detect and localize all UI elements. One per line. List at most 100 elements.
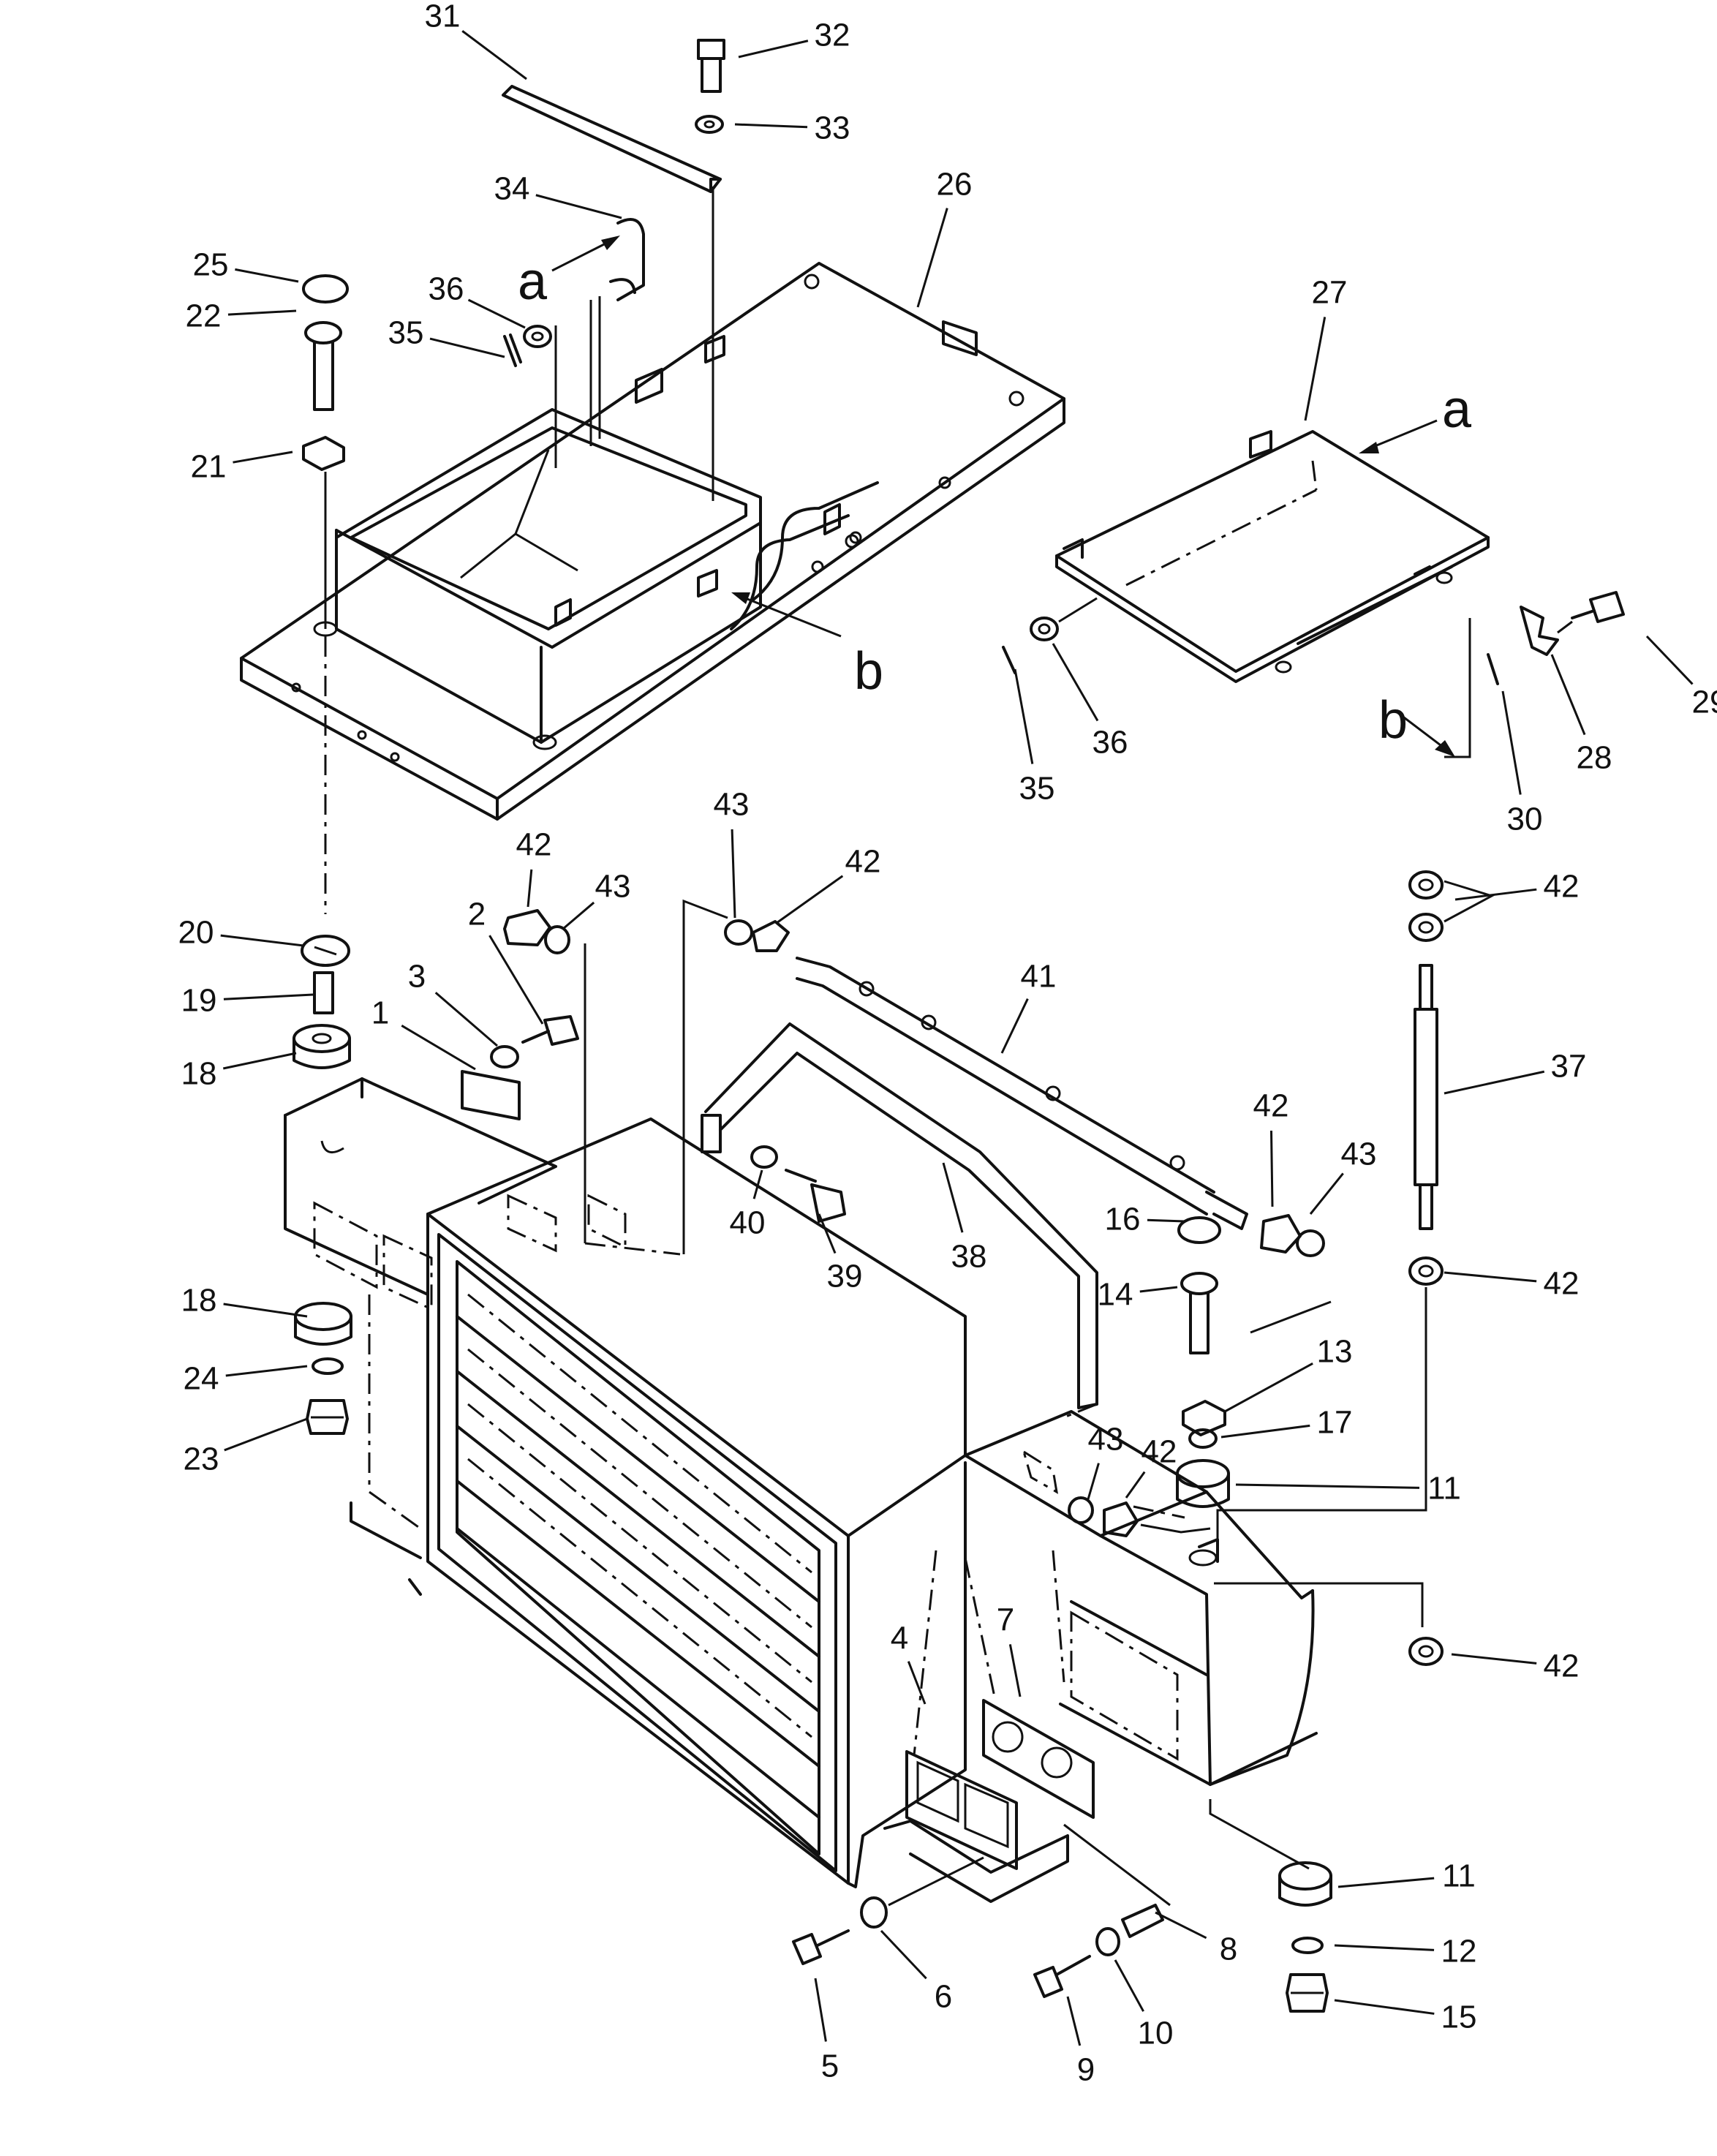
callout-label: 7 xyxy=(997,1602,1014,1638)
callout-label: 36 xyxy=(1093,725,1128,761)
callout-label: 9 xyxy=(1077,2052,1095,2088)
nut-15 xyxy=(1286,1973,1329,2013)
callout-leader xyxy=(1147,1218,1185,1223)
radiator-assembly xyxy=(284,1077,1318,1903)
callout-leader xyxy=(1334,1944,1435,1951)
leader-hose-down xyxy=(1216,1287,1427,1561)
callout-label: 23 xyxy=(184,1441,219,1477)
callout-leader xyxy=(1220,1424,1310,1439)
callout-leader xyxy=(880,1929,927,1980)
callout-leader xyxy=(401,1025,476,1071)
callout-label: 6 xyxy=(935,1979,952,2015)
callout-c9: 9 xyxy=(1066,1996,1095,2088)
callout-c29: 29 xyxy=(1645,635,1717,720)
callout-c25: 25 xyxy=(193,247,299,283)
leader-6-plate xyxy=(888,1856,984,1907)
callout-c18a: 18 xyxy=(181,1052,297,1092)
callout-label: 42 xyxy=(1544,869,1580,905)
callout-label: 4 xyxy=(891,1621,908,1656)
callout-leader xyxy=(907,1661,927,1705)
washer-3 xyxy=(490,1045,519,1068)
floor-plate-26 xyxy=(240,262,1065,821)
callout-c4: 4 xyxy=(891,1621,927,1705)
callout-leader xyxy=(1337,1877,1435,1888)
callout-c43d: 43 xyxy=(1087,1422,1124,1500)
callout-leader xyxy=(1309,1172,1344,1215)
nut-42-a xyxy=(503,909,551,946)
battery-cover-27 xyxy=(1055,430,1490,683)
callout-leader xyxy=(1550,654,1586,736)
callout-c14: 14 xyxy=(1098,1277,1178,1313)
leader-tray-to-11 xyxy=(1209,1799,1310,1870)
nut-42-b xyxy=(752,920,790,952)
callout-leader xyxy=(220,934,304,947)
callout-label: 15 xyxy=(1441,1999,1477,2035)
callout-label: 35 xyxy=(1019,771,1055,807)
callout-label: 24 xyxy=(184,1361,219,1397)
arrow-a-left xyxy=(551,235,620,272)
callout-leader xyxy=(235,268,299,283)
callout-c18b: 18 xyxy=(181,1283,308,1319)
callout-leader xyxy=(1066,1996,1082,2046)
callout-label: 10 xyxy=(1138,2016,1174,2051)
leader-8-panel xyxy=(1063,1823,1171,1907)
hose-37 xyxy=(1414,964,1438,1230)
plate-1 xyxy=(461,1070,521,1120)
callout-label: 18 xyxy=(181,1283,217,1319)
view-marker-mb2: b xyxy=(1378,691,1408,750)
pin-35-top xyxy=(503,333,522,367)
bolt-9 xyxy=(1033,1955,1091,1998)
callout-leader xyxy=(1008,1644,1022,1697)
nut-23 xyxy=(306,1399,349,1435)
callout-label: 42 xyxy=(1141,1434,1177,1470)
callout-label: 20 xyxy=(178,915,214,951)
view-marker-ma1: a xyxy=(518,252,548,311)
callout-label: 22 xyxy=(186,298,222,334)
leader-b-right xyxy=(1444,618,1471,758)
arrow-a-right xyxy=(1359,419,1438,453)
bolt-29 xyxy=(1571,591,1625,623)
nut-42-d xyxy=(1103,1501,1139,1537)
callout-label: 12 xyxy=(1441,1934,1477,1970)
callout-label: 29 xyxy=(1692,685,1717,720)
callout-leader xyxy=(814,1978,827,2042)
washer-10 xyxy=(1095,1927,1120,1956)
callout-label: 43 xyxy=(714,787,750,823)
clip-21 xyxy=(302,436,345,471)
callout-leader xyxy=(224,1417,308,1452)
callout-c15: 15 xyxy=(1334,1999,1477,2035)
callout-c42d: 42 xyxy=(1125,1434,1177,1499)
callout-label: 43 xyxy=(1088,1422,1124,1458)
callout-c36a: 36 xyxy=(429,271,526,329)
callout-c35b: 35 xyxy=(1014,668,1055,807)
callout-label: 42 xyxy=(1253,1088,1289,1124)
screw-5 xyxy=(792,1929,850,1965)
callout-c22: 22 xyxy=(186,298,297,334)
callout-label: 19 xyxy=(181,983,217,1019)
callout-c37: 37 xyxy=(1444,1049,1586,1095)
hold-down-bar-31 xyxy=(502,85,722,193)
callout-leader xyxy=(527,869,533,908)
leader-29 xyxy=(1557,620,1573,634)
callout-leader xyxy=(434,992,498,1047)
callout-c26: 26 xyxy=(916,167,973,308)
callout-label: 16 xyxy=(1105,1202,1141,1237)
clip-13 xyxy=(1182,1400,1226,1436)
callout-leader xyxy=(942,1162,964,1233)
mount-11-bottom xyxy=(1278,1861,1332,1907)
nut-42-e xyxy=(1408,870,1444,900)
callout-c1: 1 xyxy=(371,995,476,1071)
callout-leader xyxy=(562,901,595,930)
washer-12 xyxy=(1291,1937,1324,1954)
callout-label: 26 xyxy=(937,167,973,203)
callout-c42f: 42 xyxy=(1444,1266,1579,1302)
callout-label: 18 xyxy=(181,1056,217,1092)
callout-label: 41 xyxy=(1021,959,1057,995)
callout-label: 42 xyxy=(516,827,552,863)
mount-18-top xyxy=(293,1024,351,1069)
callout-c7: 7 xyxy=(997,1602,1022,1697)
u-bolt-34 xyxy=(589,218,645,446)
washer-43-c xyxy=(1296,1229,1325,1257)
callout-c43a: 43 xyxy=(562,869,630,930)
callout-leader xyxy=(467,298,526,329)
